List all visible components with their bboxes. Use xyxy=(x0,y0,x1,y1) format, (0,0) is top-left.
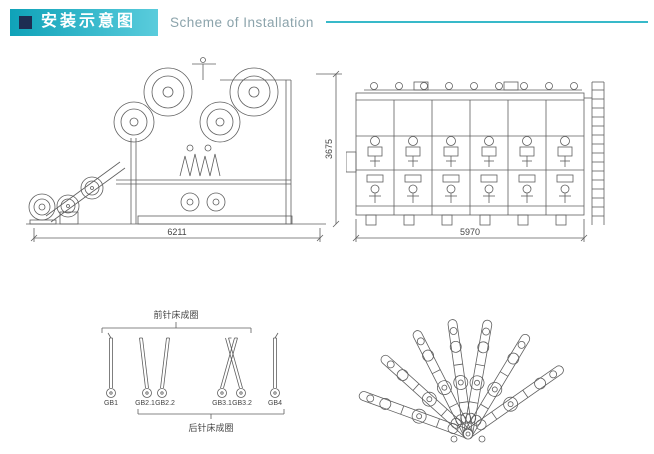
machine-side-view-drawing: 6211 3675 xyxy=(26,57,342,242)
page-header: 安装示意图 Scheme of Installation xyxy=(10,8,648,36)
guide-bar-label-gb1: GB1 xyxy=(104,400,118,407)
machine-front-view-drawing: 5970 xyxy=(346,81,605,242)
front-view-linework xyxy=(346,81,605,242)
guide-bar-label-gb3-1: GB3.1 xyxy=(212,400,232,407)
guide-bar-label-gb3-2: GB3.2 xyxy=(232,400,252,407)
side-view-height-dimension: 3675 xyxy=(324,139,334,159)
fan-linework xyxy=(356,318,568,443)
front-view-width-dimension: 5970 xyxy=(460,227,480,237)
guide-bar-label-gb2-1: GB2.1 xyxy=(135,400,155,407)
guide-bar-linework xyxy=(101,322,285,419)
bullet-square-icon xyxy=(19,15,32,29)
back-bed-looping-label: 后针床成圈 xyxy=(188,422,233,433)
section-title-en: Scheme of Installation xyxy=(170,14,314,30)
guide-bar-label-gb2-2: GB2.2 xyxy=(155,400,175,407)
section-title-zh: 安装示意图 xyxy=(41,13,137,30)
front-bed-looping-label: 前针床成圈 xyxy=(153,309,198,320)
guide-bar-fan-drawing xyxy=(356,318,568,443)
side-view-width-dimension: 6211 xyxy=(167,227,186,237)
section-title-banner: 安装示意图 xyxy=(10,8,158,36)
guide-bar-diagram: 前针床成圈 GB1 GB2.1 GB2.2 GB3.1 GB3.2 GB4 后针… xyxy=(101,309,285,433)
guide-bar-label-gb4: GB4 xyxy=(268,400,282,407)
side-view-linework xyxy=(26,57,342,242)
header-rule-line xyxy=(325,21,648,23)
